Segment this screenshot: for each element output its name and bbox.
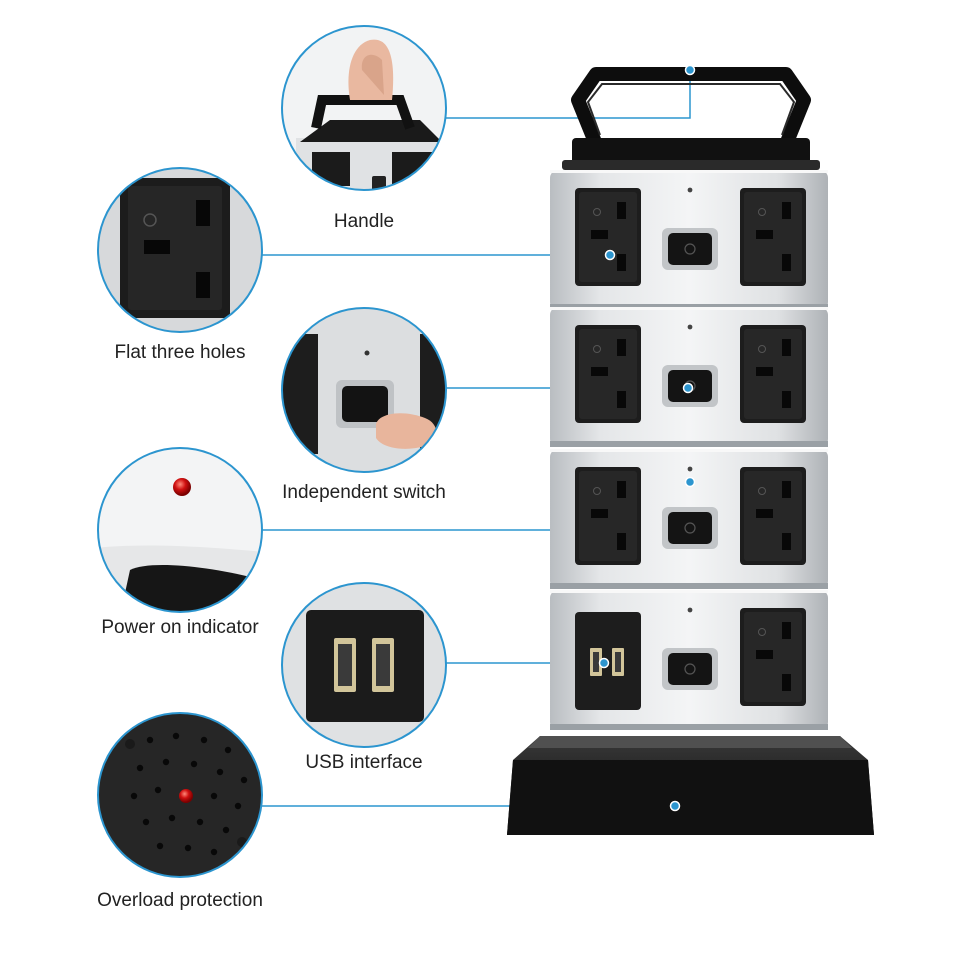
socket: [740, 325, 806, 423]
label-power-on-indicator: Power on indicator: [101, 617, 259, 638]
label-independent-switch: Independent switch: [282, 482, 446, 503]
indicator-led: [687, 607, 693, 613]
rocker-switch: [662, 648, 718, 690]
vent-hole: [200, 736, 208, 744]
vent-hole: [162, 758, 170, 766]
label-handle: Handle: [333, 211, 395, 232]
tower-tier: [550, 170, 828, 310]
vent-hole: [190, 760, 198, 768]
indicator-led: [687, 466, 693, 472]
callout-usb: [281, 582, 447, 748]
indicator-led: [687, 187, 693, 193]
vent-hole: [184, 844, 192, 852]
vent-hole: [142, 818, 150, 826]
connector-dots: [598, 64, 696, 812]
label-flat-three-holes: Flat three holes: [114, 342, 246, 363]
vent-hole: [168, 814, 176, 822]
socket: [740, 188, 806, 286]
rocker-switch: [662, 507, 718, 549]
vent-hole: [234, 802, 242, 810]
callout-sockets: [97, 167, 263, 333]
vent-hole: [136, 764, 144, 772]
tower-tier: [550, 307, 828, 447]
vent-hole: [154, 786, 162, 794]
vent-hole: [210, 792, 218, 800]
tower-tier: [550, 590, 828, 730]
callout-indicator: [97, 447, 263, 613]
socket: [575, 188, 641, 286]
rocker-switch: [662, 228, 718, 270]
vent-hole: [222, 826, 230, 834]
tower-body: [550, 170, 828, 730]
label-usb-interface: USB interface: [305, 752, 423, 773]
tower-base: [507, 736, 874, 835]
vent-hole: [130, 792, 138, 800]
vent-hole: [156, 842, 164, 850]
callout-switch: [281, 307, 447, 473]
socket: [575, 325, 641, 423]
callout-overload: [97, 712, 263, 878]
tower-tier: [550, 449, 828, 589]
vent-hole: [172, 732, 180, 740]
vent-hole: [240, 776, 248, 784]
callout-handle: [281, 25, 447, 191]
socket: [740, 608, 806, 706]
socket: [740, 467, 806, 565]
socket: [575, 467, 641, 565]
vent-hole: [196, 818, 204, 826]
vent-hole: [210, 848, 218, 856]
tower-handle: [562, 67, 820, 170]
vent-hole: [146, 736, 154, 744]
vent-hole: [224, 746, 232, 754]
vent-hole: [216, 768, 224, 776]
label-overload-protection: Overload protection: [97, 890, 263, 911]
indicator-led: [687, 324, 693, 330]
